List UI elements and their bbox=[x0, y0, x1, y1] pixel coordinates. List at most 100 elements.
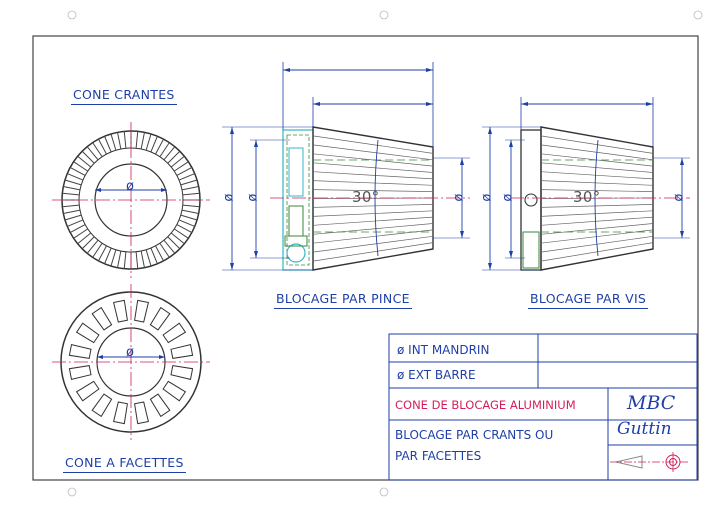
serration-line bbox=[173, 228, 189, 239]
cone-line bbox=[540, 216, 654, 226]
serration-line bbox=[155, 138, 164, 155]
cone-line bbox=[312, 204, 434, 208]
serration-line bbox=[163, 146, 176, 161]
serration-line bbox=[140, 250, 145, 268]
serration-line bbox=[81, 236, 95, 250]
blocage-vis-view bbox=[482, 97, 690, 271]
ext-barre-label: ø EXT BARRE bbox=[397, 368, 476, 382]
facet-slot bbox=[68, 343, 92, 359]
facet-slot bbox=[75, 322, 100, 344]
diameter-mark: ø bbox=[479, 193, 495, 202]
cone-line bbox=[312, 144, 434, 161]
serration-line bbox=[180, 214, 198, 221]
cone-line bbox=[540, 229, 654, 244]
serration-line bbox=[104, 136, 112, 153]
facet-slot bbox=[112, 401, 128, 425]
serration-line bbox=[163, 239, 176, 254]
serration-line bbox=[67, 173, 84, 181]
cone-line bbox=[312, 223, 434, 235]
serration-line bbox=[81, 150, 95, 164]
cone-line bbox=[312, 242, 434, 262]
cone-line bbox=[540, 223, 654, 235]
description-line-2: PAR FACETTES bbox=[395, 449, 482, 463]
cone-line bbox=[540, 171, 654, 180]
serration-line bbox=[159, 142, 170, 158]
brand-mbc: MBC bbox=[627, 392, 676, 414]
diameter-mark: ø bbox=[671, 193, 687, 202]
serration-line bbox=[117, 132, 122, 150]
serration-line bbox=[159, 242, 170, 258]
serration-line bbox=[62, 192, 80, 196]
facet-slot bbox=[162, 322, 187, 344]
serration-line bbox=[98, 245, 107, 262]
facet-slot bbox=[112, 299, 128, 323]
serration-line bbox=[64, 214, 82, 221]
cone-line bbox=[312, 189, 434, 192]
cone-line bbox=[540, 210, 654, 217]
facet-slot bbox=[75, 380, 100, 402]
diameter-mark: ø bbox=[126, 345, 135, 360]
serration-line bbox=[176, 224, 193, 233]
serration-line bbox=[140, 132, 145, 150]
drawing-title: CONE DE BLOCAGE ALUMINIUM bbox=[395, 398, 576, 412]
facet-slot bbox=[149, 306, 171, 331]
punch-hole bbox=[67, 10, 77, 20]
cone-line bbox=[540, 135, 654, 154]
serration-line bbox=[135, 251, 139, 269]
serration-line bbox=[181, 209, 199, 214]
diameter-mark: ø bbox=[245, 193, 261, 202]
cone-line bbox=[312, 216, 434, 226]
serration-line bbox=[182, 192, 200, 196]
cone-line bbox=[540, 189, 654, 192]
serration-line bbox=[77, 155, 92, 168]
cone-serrations bbox=[312, 135, 434, 262]
cone-line bbox=[540, 162, 654, 173]
cone-line bbox=[540, 197, 654, 199]
serration-line bbox=[181, 186, 199, 191]
cone-line bbox=[312, 210, 434, 217]
title-block bbox=[388, 333, 698, 481]
serration-line bbox=[135, 131, 139, 149]
cone-line bbox=[312, 180, 434, 186]
facet-slot bbox=[68, 365, 92, 381]
projection-symbol-icon bbox=[610, 452, 690, 472]
serration-line bbox=[73, 228, 89, 239]
brand-guttin: Guttin bbox=[617, 419, 672, 439]
cone-crantes-view bbox=[52, 122, 210, 278]
facet-slot bbox=[91, 393, 113, 418]
cone-line bbox=[540, 180, 654, 186]
serration-line bbox=[150, 247, 158, 264]
serration-line bbox=[98, 138, 107, 155]
facet-slot bbox=[134, 401, 150, 425]
serration-line bbox=[110, 249, 117, 267]
facet-slot bbox=[162, 380, 187, 402]
serration-line bbox=[63, 186, 81, 191]
serration-line bbox=[123, 251, 127, 269]
serration-line bbox=[67, 219, 84, 227]
view-label-cone-facettes: CONE A FACETTES bbox=[63, 455, 186, 473]
serration-line bbox=[145, 249, 152, 267]
serration-line bbox=[62, 204, 80, 208]
view-label-blocage-pince: BLOCAGE PAR PINCE bbox=[274, 291, 412, 309]
serration-line bbox=[92, 142, 103, 158]
facet-slot bbox=[149, 393, 171, 418]
diameter-mark: ø bbox=[126, 179, 135, 194]
facet-slot bbox=[170, 343, 194, 359]
blocage-pince-view bbox=[222, 62, 470, 271]
facet-slot bbox=[91, 306, 113, 331]
serration-line bbox=[77, 232, 92, 245]
cone-serrations bbox=[540, 135, 654, 262]
serration-line bbox=[69, 224, 86, 233]
int-mandrin-label: ø INT MANDRIN bbox=[397, 343, 490, 357]
punch-hole bbox=[379, 10, 389, 20]
serration-line bbox=[167, 236, 181, 250]
serration-line bbox=[63, 209, 81, 214]
serration-line bbox=[170, 232, 185, 245]
serration-line bbox=[92, 242, 103, 258]
serration-line bbox=[104, 247, 112, 264]
serration-line bbox=[145, 133, 152, 151]
serration-line bbox=[176, 167, 193, 176]
serration-line bbox=[123, 131, 127, 149]
description-line-1: BLOCAGE PAR CRANTS OU bbox=[395, 428, 554, 442]
serration-line bbox=[150, 136, 158, 153]
